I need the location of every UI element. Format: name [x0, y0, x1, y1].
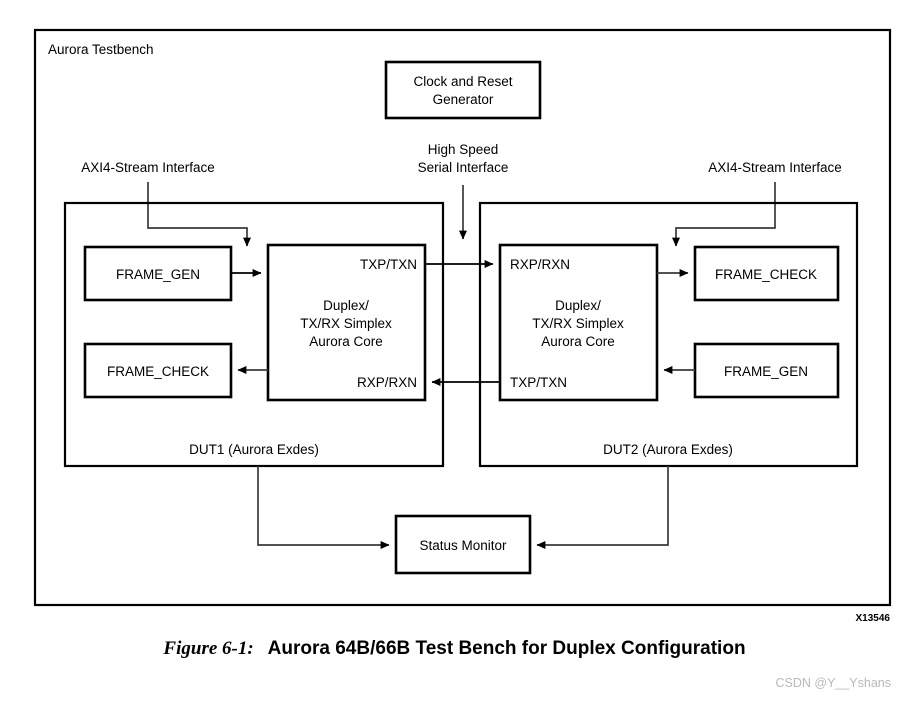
dut2-frame-gen-label: FRAME_GEN [724, 364, 808, 379]
clock-reset-generator-box [384, 60, 542, 120]
dut1-aurora-core-label-line3: Aurora Core [309, 334, 383, 349]
aurora-testbench-frame [33, 28, 892, 607]
axi4-stream-interface-right-label: AXI4-Stream Interface [708, 160, 842, 175]
axi4-stream-interface-right-wire [672, 182, 776, 247]
dut1-frame-gen-box [83, 245, 233, 302]
dut2-label: DUT2 (Aurora Exdes) [603, 442, 733, 457]
dut2-frame-check-label: FRAME_CHECK [715, 267, 817, 282]
dut2-to-status-monitor-wire [536, 466, 669, 549]
figure-caption: Figure 6-1: Aurora 64B/66B Test Bench for… [0, 638, 909, 660]
clock-reset-generator-label-line2: Generator [433, 92, 494, 107]
dut2-aurora-core-label-line1: Duplex/ [555, 298, 601, 313]
figure-number: Figure 6-1: [163, 638, 254, 659]
axi4-stream-interface-left-label: AXI4-Stream Interface [81, 160, 215, 175]
dut2-aurora-core-box [498, 243, 659, 402]
dut1-core-port-txp-txn: TXP/TXN [360, 257, 417, 272]
clock-reset-generator-label-line1: Clock and Reset [413, 74, 512, 89]
dut1-core-port-rxp-rxn: RXP/RXN [357, 375, 417, 390]
dut1-frame-check-box [83, 342, 233, 399]
high-speed-serial-interface-label-line2: Serial Interface [418, 160, 509, 175]
csdn-watermark: CSDN @Y__Yshans [775, 676, 891, 690]
dut2-core-port-txp-txn: TXP/TXN [510, 375, 567, 390]
figure-id-label: X13546 [856, 613, 891, 624]
dut1-aurora-core-box [266, 243, 427, 402]
dut1-container [63, 201, 445, 468]
status-monitor-label: Status Monitor [419, 538, 507, 553]
dut1-aurora-core-label-line1: Duplex/ [323, 298, 369, 313]
dut2-core-port-rxp-rxn: RXP/RXN [510, 257, 570, 272]
dut1-to-status-monitor-wire [257, 466, 390, 549]
dut2-frame-gen-box [693, 342, 840, 399]
dut1-aurora-core-label-line2: TX/RX Simplex [300, 316, 392, 331]
dut2-aurora-core-label-line3: Aurora Core [541, 334, 615, 349]
dut1-frame-gen-label: FRAME_GEN [116, 267, 200, 282]
dut2-frame-check-box [693, 245, 840, 302]
figure-title: Aurora 64B/66B Test Bench for Duplex Con… [267, 638, 746, 659]
aurora-testbench-label: Aurora Testbench [48, 42, 154, 57]
axi4-stream-interface-left-wire [147, 182, 251, 247]
dut2-aurora-core-label-line2: TX/RX Simplex [532, 316, 624, 331]
high-speed-serial-interface-label-line1: High Speed [428, 142, 499, 157]
dut1-label: DUT1 (Aurora Exdes) [189, 442, 319, 457]
dut1-frame-check-label: FRAME_CHECK [107, 364, 209, 379]
status-monitor-box [394, 514, 532, 575]
